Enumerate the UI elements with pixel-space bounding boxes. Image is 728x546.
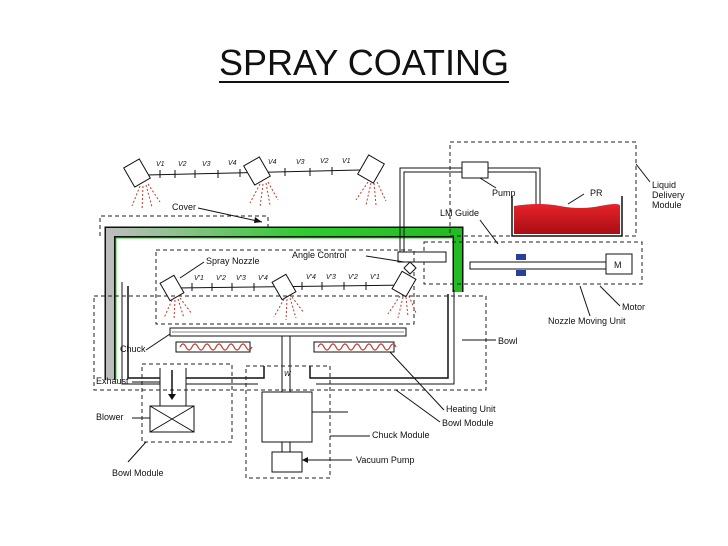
slider-block-bottom [516, 270, 526, 276]
spray-nozzle-inner-2 [271, 273, 305, 321]
cover-label: Cover [172, 202, 196, 212]
slide-title: SPRAY COATING [218, 42, 510, 83]
chuck-module-box [245, 365, 331, 479]
inner-spray-region [155, 249, 415, 325]
valve-label-inner: V'4 [306, 274, 316, 281]
pr-line-1 [399, 167, 462, 258]
valve-label-top: V2 [178, 161, 187, 168]
pump-label: Pump [492, 188, 516, 198]
pr-line-3 [488, 167, 541, 222]
chuck-module-label: Chuck Module [372, 430, 430, 440]
valve-label-inner: V'3 [326, 274, 336, 281]
valve-label-top: V2 [320, 158, 329, 165]
heating-unit-right [313, 341, 397, 353]
valve-label-top: V3 [202, 161, 211, 168]
heating-unit-label: Heating Unit [446, 404, 496, 414]
valve-label-inner: V'1 [370, 274, 380, 281]
cover-leader [197, 207, 263, 223]
spray-nozzle-top-3 [355, 154, 387, 206]
spray-nozzle-top-1 [123, 158, 161, 211]
pr-label: PR [590, 188, 603, 198]
pr-tank [511, 196, 623, 237]
bowl-module-left-label: Bowl Module [112, 468, 164, 478]
valve-label-top: V3 [296, 159, 305, 166]
exhaust-label: Exhaust [96, 376, 129, 386]
chuck-motor-box [261, 391, 313, 443]
angle-control-label: Angle Control [292, 250, 347, 260]
cover-pipe [104, 226, 464, 380]
heating-unit-left [175, 341, 253, 353]
valve-label-inner: V'1 [194, 275, 204, 282]
bowl-module-left-box [141, 363, 233, 443]
blower-fan-icon [149, 405, 195, 433]
bowl [127, 286, 449, 379]
valve-label-top: V1 [342, 158, 351, 165]
valve-label-inner: V'2 [216, 275, 226, 282]
pr-line-2 [403, 171, 462, 258]
exhaust-duct [159, 368, 187, 408]
blower-label: Blower [96, 412, 124, 422]
wafer-label: W [284, 371, 292, 378]
motor-symbol: M [614, 260, 622, 270]
valve-label-inner: V'4 [258, 275, 268, 282]
valve-label-inner: V'3 [236, 275, 246, 282]
bowl-module-right-label: Bowl Module [442, 418, 494, 428]
spray-nozzle-label: Spray Nozzle [206, 256, 260, 266]
chuck-shaft [281, 336, 291, 392]
valve-label-inner: V'2 [348, 274, 358, 281]
motor-box [605, 253, 633, 275]
bowl-label: Bowl [498, 336, 518, 346]
module-label: Module [652, 200, 682, 210]
liquid-delivery-labels: Liquid Delivery Module [635, 163, 685, 210]
chuck-label: Chuck [120, 344, 146, 354]
nozzle-moving-unit-box [423, 241, 643, 285]
pump-box [461, 161, 489, 179]
vacuum-pump-box [271, 451, 303, 473]
liquid-label: Liquid [652, 180, 676, 190]
spray-nozzle-inner-1 [159, 274, 193, 321]
valve-label-top: V1 [156, 161, 165, 168]
lm-guide-rail [469, 261, 607, 270]
spray-nozzle-top-2 [243, 156, 279, 208]
angle-control-bar [397, 251, 447, 263]
top-nozzles [123, 154, 387, 211]
valve-label-top: V4 [268, 159, 277, 166]
angle-control-knob [403, 261, 417, 275]
slider-block-top [516, 254, 526, 260]
vacuum-pump-label: Vacuum Pump [356, 455, 414, 465]
valve-label-top: V4 [228, 160, 237, 167]
motor-label: Motor [622, 302, 645, 312]
inner-nozzles [159, 270, 417, 321]
delivery-label: Delivery [652, 190, 685, 200]
lm-guide-label: LM Guide [440, 208, 479, 218]
nozzle-moving-unit-label: Nozzle Moving Unit [548, 316, 626, 326]
spray-nozzle-inner-3 [387, 270, 417, 319]
